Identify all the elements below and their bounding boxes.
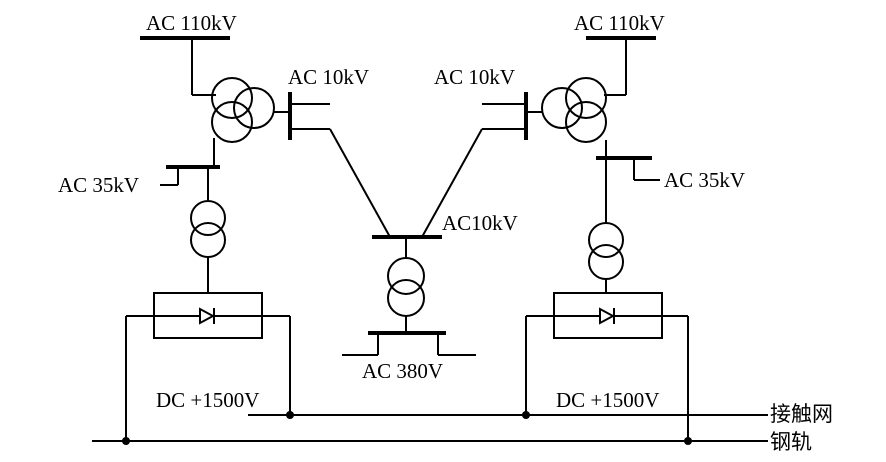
junction-dot (286, 411, 294, 419)
rail-label: 钢轨 (770, 430, 812, 454)
right-ac110-label: AC 110kV (574, 11, 665, 35)
center-transformer-icon (387, 257, 425, 317)
right-substation (482, 36, 689, 441)
junction-dot (522, 411, 530, 419)
center-stepdown (329, 128, 483, 356)
catenary-label: 接触网 (770, 402, 833, 426)
left-rectifier-icon (153, 292, 263, 339)
left-ac10-label: AC 10kV (288, 65, 369, 89)
left-ac35-label: AC 35kV (58, 173, 139, 197)
right-rectifier-icon (553, 292, 663, 339)
left-three-winding-transformer-icon (211, 77, 275, 143)
center-ac380-label: AC 380V (362, 359, 443, 383)
right-dc-label: DC +1500V (556, 388, 659, 412)
right-rectifier-transformer-icon (588, 222, 624, 280)
right-ac35-label: AC 35kV (664, 168, 745, 192)
left-ac110-label: AC 110kV (146, 11, 237, 35)
left-dc-label: DC +1500V (156, 388, 259, 412)
left-substation (125, 36, 330, 441)
left-rectifier-transformer-icon (190, 200, 226, 258)
junction-dot (122, 437, 130, 445)
junction-dot (684, 437, 692, 445)
right-ac10-label: AC 10kV (434, 65, 515, 89)
center-ac10-label: AC10kV (442, 211, 518, 235)
right-three-winding-transformer-icon (541, 77, 607, 143)
